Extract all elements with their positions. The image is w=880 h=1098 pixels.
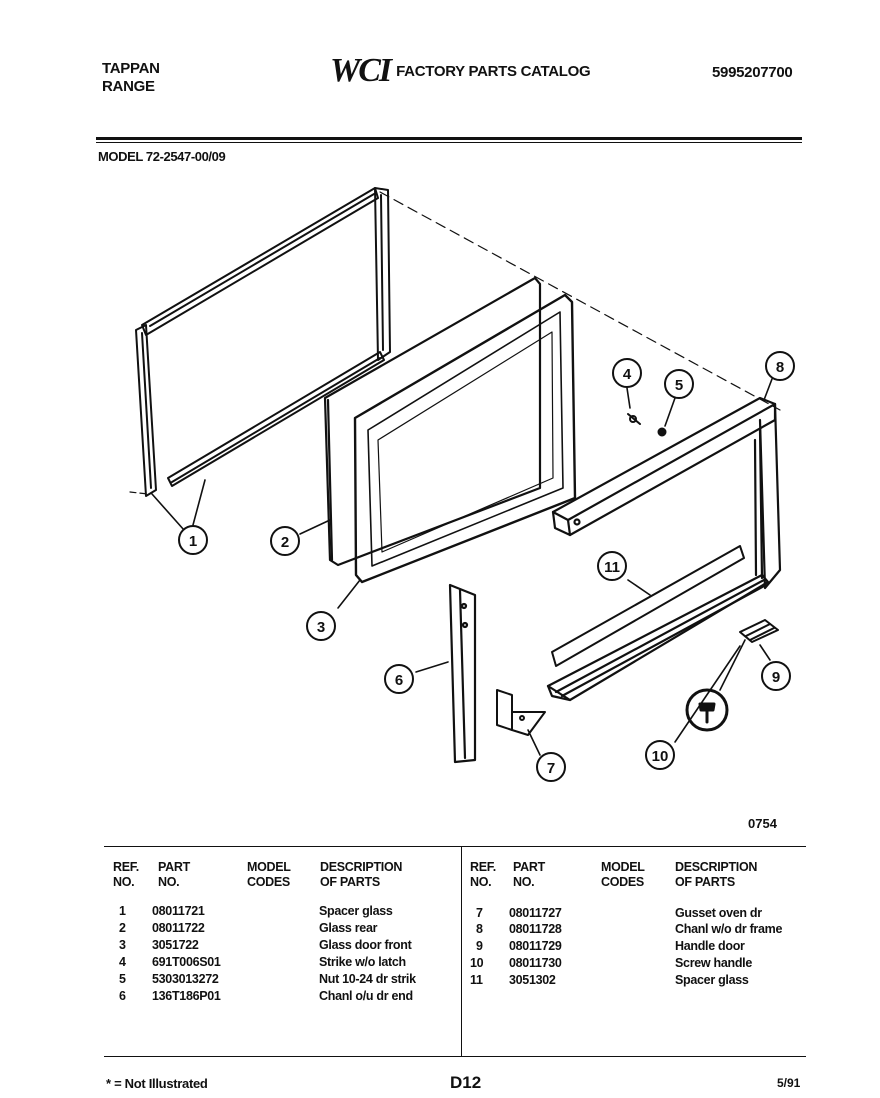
model-number: MODEL 72-2547-00/09 — [98, 149, 226, 164]
callout-label-1: 1 — [189, 533, 197, 550]
table-row-ref: 1 — [119, 904, 126, 918]
table-row-part: 3051722 — [152, 938, 199, 952]
table-row-desc: Glass rear — [319, 921, 378, 935]
drawing-code: 0754 — [748, 816, 777, 831]
callout-circle-5 — [664, 369, 694, 399]
callout-circle-7 — [536, 752, 566, 782]
table-row-desc: Strike w/o latch — [319, 955, 406, 969]
callout-label-8: 8 — [776, 359, 784, 376]
table-row-desc: Gusset oven dr — [675, 906, 762, 920]
bottom-channel — [546, 573, 770, 702]
table-row-desc: Chanl o/u dr end — [319, 989, 413, 1003]
table-bottom-rule — [104, 1056, 806, 1057]
callout-circle-4 — [612, 358, 642, 388]
catalog-heading: WCI FACTORY PARTS CATALOG — [330, 52, 591, 89]
callout-circle-11 — [597, 551, 627, 581]
table-row-desc: Spacer glass — [319, 904, 393, 918]
table-row-ref: 5 — [119, 972, 126, 986]
header-ref-no-right: REF.NO. — [470, 860, 496, 889]
callout-label-4: 4 — [623, 366, 632, 383]
table-row-ref: 11 — [470, 973, 483, 987]
brand-line-1: TAPPAN — [102, 60, 160, 77]
table-row-part: 08011721 — [152, 904, 205, 918]
wci-logo: WCI — [330, 52, 392, 89]
table-row-ref: 10 — [470, 956, 484, 970]
table-row-part: 08011727 — [509, 906, 562, 920]
callout-circle-10 — [645, 740, 675, 770]
date-code: 5/91 — [777, 1076, 801, 1090]
table-row-ref: 6 — [119, 989, 126, 1003]
part-2-glass-rear — [323, 276, 542, 567]
table-row-part: 08011730 — [509, 956, 562, 970]
callout-label-5: 5 — [675, 377, 683, 394]
table-top-rule — [104, 846, 806, 847]
table-row-desc: Glass door front — [319, 938, 412, 952]
header-rule-thick — [96, 137, 802, 140]
table-row-desc: Chanl w/o dr frame — [675, 922, 783, 936]
header-ref-no-left: REF.NO. — [113, 860, 139, 889]
callout-label-2: 2 — [281, 534, 289, 551]
callout-circle-3 — [306, 611, 336, 641]
table-row-part: 5303013272 — [152, 972, 219, 986]
part-5-nut — [657, 427, 667, 437]
table-row-ref: 2 — [119, 921, 126, 935]
table-row-desc: Screw handle — [675, 956, 752, 970]
table-row-ref: 4 — [119, 955, 126, 969]
table-row-part: 08011722 — [152, 921, 205, 935]
table-row-part: 3051302 — [509, 973, 556, 987]
callout-circle-1 — [178, 525, 208, 555]
header-rule-thin — [96, 142, 802, 143]
callout-circle-8 — [765, 351, 795, 381]
callout-circle-9 — [761, 661, 791, 691]
catalog-title: FACTORY PARTS CATALOG — [396, 62, 591, 80]
table-row-part: 691T006S01 — [152, 955, 221, 969]
table-row-ref: 3 — [119, 938, 126, 952]
catalog-number: 5995207700 — [712, 64, 793, 81]
page-code: D12 — [450, 1073, 482, 1092]
table-row-ref: 9 — [476, 939, 483, 953]
not-illustrated-footnote: * = Not Illustrated — [106, 1076, 208, 1091]
callout-label-11: 11 — [604, 559, 620, 576]
callout-label-3: 3 — [317, 619, 325, 636]
part-10-screw — [685, 688, 729, 732]
table-row-desc: Nut 10-24 dr strik — [319, 972, 416, 986]
part-4-strike — [627, 413, 641, 425]
callout-label-9: 9 — [772, 669, 780, 686]
part-8-channel-frame — [551, 396, 782, 590]
table-row-desc: Handle door — [675, 939, 745, 953]
table-row-ref: 8 — [476, 922, 483, 936]
part-9-handle — [739, 619, 779, 643]
table-row-part: 08011728 — [509, 922, 562, 936]
callout-label-6: 6 — [395, 672, 403, 689]
part-11-spacer-glass — [551, 545, 745, 667]
callout-label-7: 7 — [547, 760, 555, 777]
table-row-part: 136T186P01 — [152, 989, 221, 1003]
part-1-spacer-glass — [135, 187, 391, 497]
part-3-glass-door-front — [353, 293, 577, 584]
callout-label-10: 10 — [652, 748, 669, 765]
table-row-part: 08011729 — [509, 939, 562, 953]
leader-lines — [151, 378, 773, 756]
table-row-desc: Spacer glass — [675, 973, 749, 987]
part-7-gusset — [496, 689, 546, 736]
callout-circle-2 — [270, 526, 300, 556]
brand-line-2: RANGE — [102, 78, 155, 95]
table-divider — [461, 846, 462, 1056]
table-row-ref: 7 — [476, 906, 483, 920]
part-6-channel-end — [448, 583, 477, 764]
brand-block: TAPPAN RANGE — [102, 60, 160, 96]
callout-circle-6 — [384, 664, 414, 694]
